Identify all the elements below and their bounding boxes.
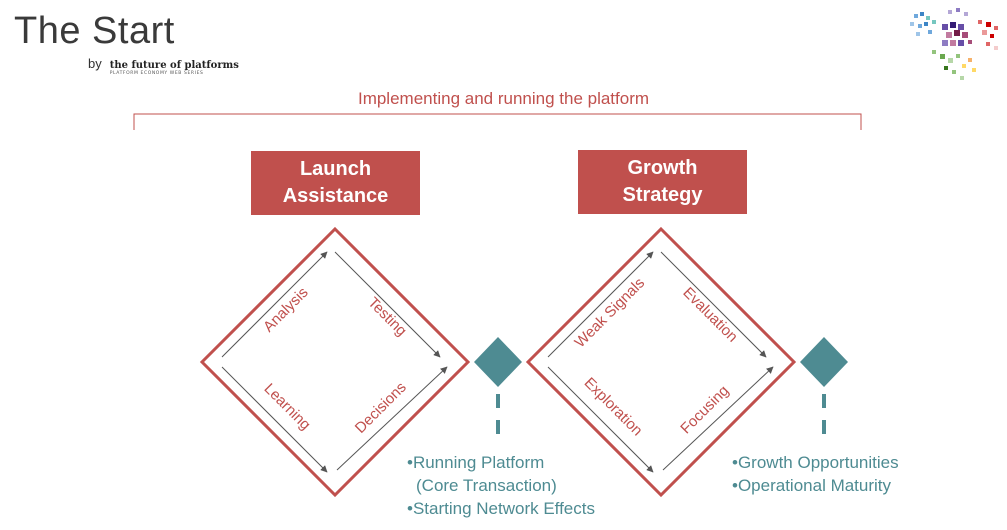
mosaic-logo-icon — [910, 8, 998, 80]
outcome-item: •Growth Opportunities — [732, 453, 899, 472]
phase-label: Analysis — [260, 284, 312, 336]
diamond-launch — [199, 226, 471, 498]
arrow-testing — [334, 251, 441, 358]
stage-title-line2: Strategy — [622, 184, 703, 206]
outcome-list-2: •Growth Opportunities •Operational Matur… — [732, 451, 899, 497]
arrow-evaluation — [660, 251, 767, 358]
arrow-weak-signals — [547, 251, 654, 358]
phase-label: Focusing — [677, 382, 732, 437]
brand-subtitle: PLATFORM ECONOMY WEB SERIES — [109, 71, 204, 76]
phase-label: Weak Signals — [571, 274, 648, 351]
stage-title-line1: Growth — [627, 157, 698, 179]
arrow-focusing — [662, 366, 774, 471]
outcome-item: •Starting Network Effects — [407, 499, 595, 518]
diamond-growth — [525, 226, 797, 498]
phase-label: Evaluation — [679, 284, 741, 346]
outcome-item: •Running Platform — [407, 453, 545, 472]
brand-logo: the future of platforms PLATFORM ECONOMY… — [110, 61, 239, 77]
arrow-analysis — [221, 251, 328, 358]
outcome-list-1: •Running Platform (Core Transaction) •St… — [407, 451, 595, 520]
brand-name: the future of platforms — [109, 60, 239, 71]
stage-title-line1: Launch — [299, 158, 372, 180]
phase-label: Exploration — [581, 374, 646, 439]
arrow-decisions — [336, 366, 448, 471]
outcome-item: •Operational Maturity — [732, 476, 892, 495]
arrow-learning — [221, 366, 328, 473]
phase-label: Testing — [364, 294, 410, 340]
banner-text: Implementing and running the platform — [357, 89, 650, 108]
byline: by the future of platforms PLATFORM ECON… — [88, 56, 239, 77]
outcome-item: (Core Transaction) — [416, 476, 557, 495]
stage-box-launch: Launch Assistance — [251, 151, 420, 215]
stage-box-growth: Growth Strategy — [578, 150, 747, 214]
banner-bracket — [133, 113, 862, 130]
milestone-diamond-2 — [800, 337, 848, 387]
milestone-diamond-1 — [474, 337, 522, 387]
arrow-exploration — [547, 366, 654, 473]
by-label: by — [88, 56, 102, 71]
page-title: The Start — [14, 10, 175, 52]
phase-label: Learning — [261, 380, 314, 433]
stage-title-line2: Assistance — [282, 185, 389, 207]
